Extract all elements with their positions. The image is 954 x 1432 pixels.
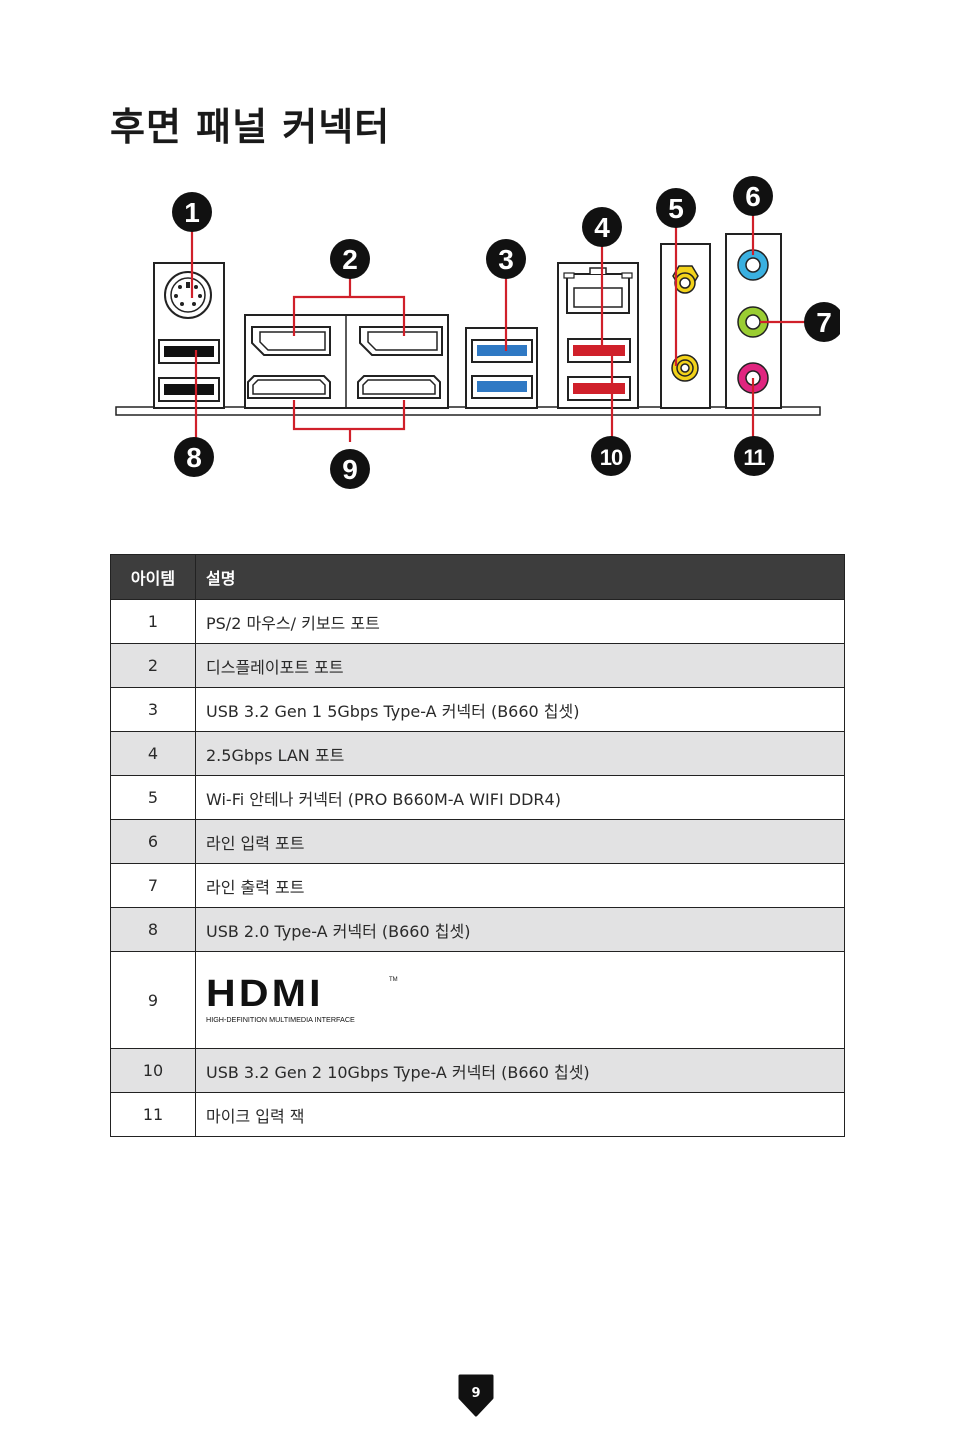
row-num: 4 [110,731,196,776]
row-num: 9 [110,951,196,1049]
callout-1: 1 [172,192,212,232]
svg-text:2: 2 [342,244,358,275]
table-row: 5 Wi-Fi 안테나 커넥터 (PRO B660M-A WIFI DDR4) [110,775,845,820]
table-row: 10 USB 3.2 Gen 2 10Gbps Type-A 커넥터 (B660… [110,1048,845,1093]
callout-4: 4 [582,207,622,247]
callout-9: 9 [330,449,370,489]
svg-text:1: 1 [184,197,200,228]
hdmi-right [357,375,441,399]
row-num: 6 [110,819,196,864]
table-row: 3 USB 3.2 Gen 1 5Gbps Type-A 커넥터 (B660 칩… [110,687,845,732]
svg-text:7: 7 [816,307,832,338]
row-desc: 2.5Gbps LAN 포트 [195,731,845,776]
table-row: 1 PS/2 마우스/ 키보드 포트 [110,599,845,644]
page-number-badge: 9 [458,1374,494,1417]
hdmi-logo: HDMI TM HIGH-DEFINITION MULTIMEDIA INTER… [206,975,398,1024]
callout-5: 5 [656,188,696,228]
svg-text:TM: TM [389,977,398,983]
row-num: 2 [110,643,196,688]
callout-2: 2 [330,239,370,279]
table-row: 6 라인 입력 포트 [110,819,845,864]
lan-port [566,267,630,314]
displayport-left [251,326,331,356]
row-num: 1 [110,599,196,644]
svg-text:3: 3 [498,244,514,275]
row-desc: 라인 출력 포트 [195,863,845,908]
svg-text:4: 4 [594,212,610,243]
svg-text:HIGH-DEFINITION MULTIMEDIA INT: HIGH-DEFINITION MULTIMEDIA INTERFACE [206,1015,355,1024]
table-row: 8 USB 2.0 Type-A 커넥터 (B660 칩셋) [110,907,845,952]
table-row: 9 HDMI TM HIGH-DEFINITION MULTIMEDIA INT… [110,951,845,1049]
row-desc-hdmi: HDMI TM HIGH-DEFINITION MULTIMEDIA INTER… [195,951,845,1049]
row-desc: 라인 입력 포트 [195,819,845,864]
table-row: 11 마이크 입력 잭 [110,1092,845,1137]
row-desc: USB 3.2 Gen 2 10Gbps Type-A 커넥터 (B660 칩셋… [195,1048,845,1093]
row-num: 5 [110,775,196,820]
row-num: 8 [110,907,196,952]
row-desc: 디스플레이포트 포트 [195,643,845,688]
callout-7: 7 [804,302,840,342]
svg-text:10: 10 [600,445,623,470]
svg-text:5: 5 [668,193,684,224]
displayport-right [359,326,443,356]
row-num: 3 [110,687,196,732]
row-num: 7 [110,863,196,908]
svg-text:9: 9 [342,454,358,485]
svg-text:HDMI: HDMI [206,975,324,1015]
row-desc: Wi-Fi 안테나 커넥터 (PRO B660M-A WIFI DDR4) [195,775,845,820]
callout-8: 8 [174,437,214,477]
header-desc: 설명 [195,554,845,600]
page-title: 후면 패널 커넥터 [110,105,391,149]
callout-3: 3 [486,239,526,279]
antenna-connector-bottom [671,354,699,382]
table-row: 2 디스플레이포트 포트 [110,643,845,688]
rear-panel-diagram: 1 2 3 4 5 6 7 8 9 10 11 [115,176,840,489]
hdmi-left [247,375,331,399]
row-num: 11 [110,1092,196,1137]
callout-6: 6 [733,176,773,216]
row-desc: USB 3.2 Gen 1 5Gbps Type-A 커넥터 (B660 칩셋) [195,687,845,732]
row-desc: USB 2.0 Type-A 커넥터 (B660 칩셋) [195,907,845,952]
antenna-connector-top [672,265,699,294]
svg-text:6: 6 [745,181,761,212]
callout-11: 11 [734,436,774,476]
callout-lines [190,214,812,446]
table-header: 아이템 설명 [110,554,845,600]
svg-text:8: 8 [186,442,202,473]
callout-10: 10 [591,436,631,476]
header-item: 아이템 [110,554,196,600]
svg-text:11: 11 [743,445,765,470]
table-row: 4 2.5Gbps LAN 포트 [110,731,845,776]
row-num: 10 [110,1048,196,1093]
row-desc: 마이크 입력 잭 [195,1092,845,1137]
connector-table: 아이템 설명 1 PS/2 마우스/ 키보드 포트 2 디스플레이포트 포트 3… [110,554,845,1137]
row-desc: PS/2 마우스/ 키보드 포트 [195,599,845,644]
table-row: 7 라인 출력 포트 [110,863,845,908]
page-number: 9 [471,1386,480,1401]
